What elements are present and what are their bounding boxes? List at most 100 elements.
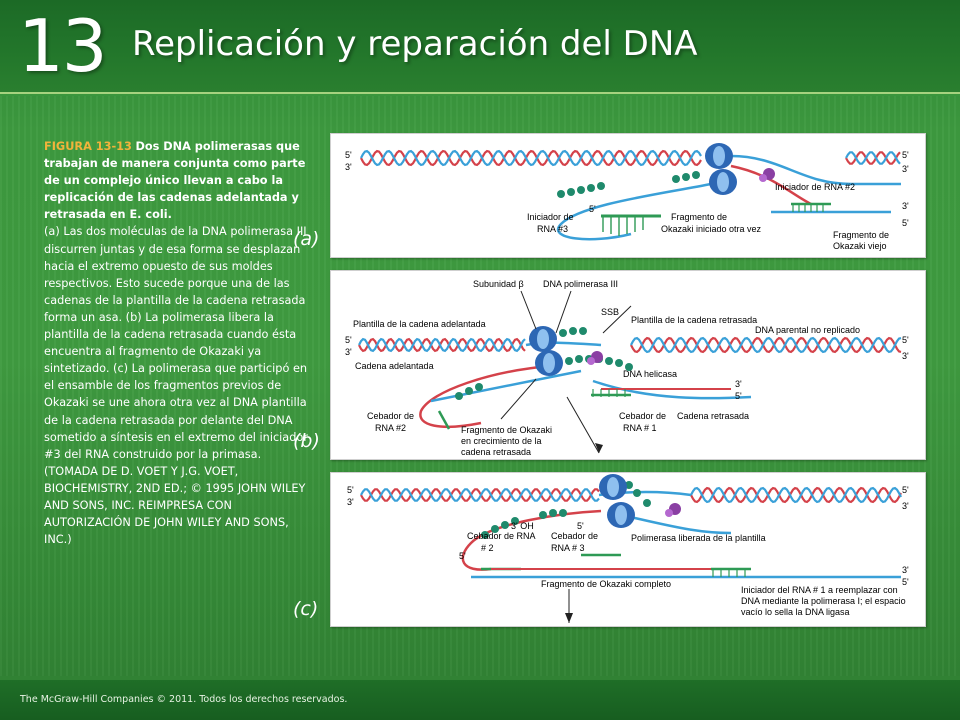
end-label: 3'	[902, 164, 909, 174]
arrow-head	[595, 443, 603, 453]
figure-label: FIGURA 13-13	[44, 140, 132, 153]
end-label: 5'	[589, 204, 596, 214]
slide-header: 13 Replicación y reparación del DNA	[0, 0, 960, 94]
ssb-cluster-c	[481, 481, 651, 539]
end-label: 5'	[902, 335, 909, 345]
helicase-c	[665, 503, 681, 517]
label-cebador-rna2: Cebador de RNA	[467, 531, 536, 541]
old-okazaki-rungs	[792, 204, 824, 212]
label-plantilla-adelantada: Plantilla de la cadena adelantada	[353, 319, 486, 329]
label-fragmento-crecimiento: en crecimiento de la	[461, 436, 542, 446]
panel-c-svg: 5' 3' 5' 3' 3' OH 5' 5' 3' 5' Cebador de…	[347, 474, 909, 623]
panel-b-label: (b)	[293, 430, 320, 452]
panel-b-diagram: 5' 3' 5' 3' 3' 5' Subunidad β DNA polime…	[330, 270, 926, 460]
helix-right-c	[690, 486, 902, 504]
caption-body: (a) Las dos moléculas de la DNA polimera…	[44, 225, 308, 461]
dna-strand-red-right	[690, 486, 902, 504]
figure-caption: FIGURA 13-13 Dos DNA polimerasas que tra…	[44, 138, 312, 548]
dna-polymerase-complex-b	[529, 326, 563, 376]
slide-footer: The McGraw-Hill Companies © 2011. Todos …	[0, 680, 960, 720]
end-label: 5'	[735, 391, 742, 401]
end-label: 3'	[735, 379, 742, 389]
end-label: 5'	[902, 577, 909, 587]
arrows-b	[500, 290, 632, 454]
label-iniciador-rna1: Iniciador del RNA # 1 a reemplazar con	[741, 585, 898, 595]
label-cebador-rna1: Cebador de	[619, 411, 666, 421]
helicase-b	[587, 351, 603, 365]
dna-strand-red	[360, 149, 702, 167]
panel-a-diagram: 5' 3' 5' 3' 3' 5' 5' Iniciador de RNA #2…	[330, 133, 926, 258]
label-subunidad: Subunidad β	[473, 279, 524, 289]
leading-strand-b	[419, 364, 552, 429]
label-polimerasa-liberada: Polimerasa liberada de la plantilla	[631, 533, 766, 543]
label-cadena-adelantada: Cadena adelantada	[355, 361, 434, 371]
end-label: 5'	[459, 551, 466, 561]
label-fragmento-completo: Fragmento de Okazaki completo	[541, 579, 671, 589]
label-fragmento-iniciado: Fragmento de	[671, 212, 727, 222]
dna-strand-red-right	[845, 151, 901, 165]
label-fragmento-viejo: Fragmento de	[833, 230, 889, 240]
label-cebador-rna2: RNA #2	[375, 423, 406, 433]
helix-left-c	[360, 488, 600, 502]
caption-heading: FIGURA 13-13 Dos DNA polimerasas que tra…	[44, 138, 312, 223]
end-label: 5'	[577, 521, 584, 531]
label-cebador-rna3: RNA # 3	[551, 543, 585, 553]
label-dna-polimerasa-iii: DNA polimerasa III	[543, 279, 618, 289]
dna-polymerase-complex-c	[599, 474, 635, 528]
leading-strand-a	[730, 164, 812, 206]
label-iniciador-rna3: Iniciador de	[527, 212, 574, 222]
label-fragmento-crecimiento: cadena retrasada	[461, 447, 531, 457]
label-fragmento-viejo: Okazaki viejo	[833, 241, 887, 251]
label-iniciador-rna1: DNA mediante la polimerasa I; el espacio	[741, 596, 906, 606]
end-label: 3'	[345, 162, 352, 172]
copyright-text: The McGraw-Hill Companies © 2011. Todos …	[20, 694, 348, 705]
chapter-number: 13	[18, 4, 108, 88]
helicase-a	[759, 168, 775, 182]
label-ssb: SSB	[601, 307, 619, 317]
end-label: 3'	[902, 565, 909, 575]
figure-title: Dos DNA polimerasas que trabajan de mane…	[44, 140, 306, 222]
primer-rna3-rungs	[602, 216, 644, 236]
end-label: 3'	[347, 497, 354, 507]
label-dna-helicasa: DNA helicasa	[623, 369, 677, 379]
end-label: 3' OH	[511, 521, 534, 531]
dna-strand-blue	[360, 488, 600, 502]
label-cebador-rna2: Cebador de	[367, 411, 414, 421]
helix-right-a	[845, 151, 901, 165]
label-cadena-retrasada: Cadena retrasada	[677, 411, 749, 421]
label-iniciador-rna1: vacío lo sella la DNA ligasa	[741, 607, 850, 617]
lagging-loop	[557, 182, 712, 241]
primer-rna2	[437, 410, 451, 430]
ssb-cluster-a	[557, 171, 700, 198]
chapter-title: Replicación y reparación del DNA	[132, 24, 698, 64]
dna-strand-blue-right	[690, 486, 902, 504]
label-iniciador-rna2: Iniciador de RNA #2	[775, 182, 855, 192]
arrow-head	[565, 613, 573, 623]
end-label: 5'	[345, 335, 352, 345]
end-label: 3'	[902, 501, 909, 511]
helix-right-b	[630, 336, 902, 354]
label-dna-parental: DNA parental no replicado	[755, 325, 860, 335]
lagging-template-b	[430, 369, 582, 403]
dna-strand-red	[358, 337, 526, 353]
lagging-template-b2	[592, 379, 752, 400]
panel-b-svg: 5' 3' 5' 3' 3' 5' Subunidad β DNA polime…	[345, 279, 909, 457]
label-cebador-rna3: Cebador de	[551, 531, 598, 541]
helix-left-a	[360, 149, 702, 167]
end-label: 5'	[902, 485, 909, 495]
panel-a-svg: 5' 3' 5' 3' 3' 5' 5' Iniciador de RNA #2…	[345, 143, 909, 251]
end-label: 5'	[902, 150, 909, 160]
helix-left-b	[358, 337, 526, 353]
panel-c-diagram: 5' 3' 5' 3' 3' OH 5' 5' 3' 5' Cebador de…	[330, 472, 926, 627]
end-label: 3'	[345, 347, 352, 357]
lagging-template-strand	[730, 154, 901, 186]
dna-strand-blue-right	[845, 151, 901, 165]
label-plantilla-retrasada: Plantilla de la cadena retrasada	[631, 315, 757, 325]
end-label: 5'	[347, 485, 354, 495]
caption-credit: (TOMADA DE D. VOET Y J.G. VOET, BIOCHEMI…	[44, 464, 306, 547]
end-label: 3'	[902, 201, 909, 211]
primer-rna1-rungs	[592, 389, 626, 397]
primer-rna1-c-rungs	[712, 569, 746, 577]
end-label: 5'	[902, 218, 909, 228]
label-fragmento-iniciado: Okazaki iniciado otra vez	[661, 224, 762, 234]
